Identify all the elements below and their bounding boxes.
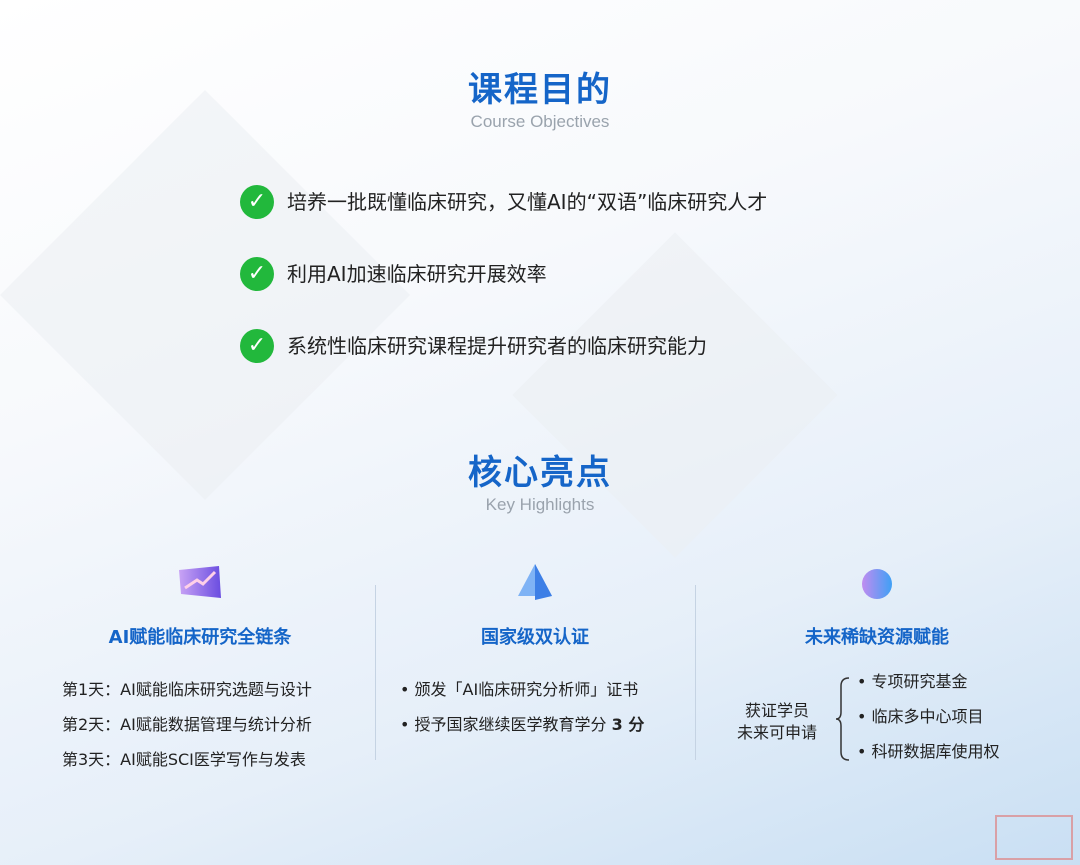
day-item: 第1天：AI赋能临床研究选题与设计: [62, 680, 312, 699]
chart-trend-icon: [175, 560, 225, 604]
highlight-title: 国家级双认证: [481, 627, 589, 648]
divider: [695, 585, 696, 760]
day-item: 第2天：AI赋能数据管理与统计分析: [62, 715, 312, 734]
resource-item: • 专项研究基金: [857, 672, 968, 691]
cert-text: • 授予国家继续医学教育学分: [400, 715, 612, 734]
highlights-title: 核心亮点: [468, 453, 612, 493]
day-item: 第3天：AI赋能SCI医学写作与发表: [62, 750, 306, 769]
objectives-subtitle: Course Objectives: [470, 112, 610, 131]
check-icon: ✓: [240, 329, 274, 363]
objectives-title: 课程目的: [468, 70, 612, 110]
objective-text: 利用AI加速临床研究开展效率: [287, 262, 547, 286]
decor-diamond: [0, 89, 411, 501]
cert-item: • 颁发「AI临床研究分析师」证书: [400, 680, 639, 699]
objective-text: 系统性临床研究课程提升研究者的临床研究能力: [287, 334, 707, 358]
objective-item: ✓ 利用AI加速临床研究开展效率: [240, 257, 547, 291]
highlight-title: 未来稀缺资源赋能: [805, 627, 949, 648]
eligibility-text: 获证学员: [744, 701, 809, 720]
eligibility-text: 未来可申请: [736, 723, 817, 742]
objective-item: ✓ 系统性临床研究课程提升研究者的临床研究能力: [240, 329, 707, 363]
highlight-resources: 未来稀缺资源赋能 获证学员 未来可申请 • 专项研究基金 • 临床多中心项目 •…: [717, 560, 1037, 782]
highlights-subtitle: Key Highlights: [485, 495, 595, 514]
resource-item: • 临床多中心项目: [857, 707, 984, 726]
pyramid-icon: [510, 560, 560, 604]
brace-icon: [835, 677, 850, 761]
highlight-title: AI赋能临床研究全链条: [108, 627, 292, 648]
highlight-ai-chain: AI赋能临床研究全链条 第1天：AI赋能临床研究选题与设计 第2天：AI赋能数据…: [40, 560, 360, 777]
sphere-icon: [852, 560, 902, 604]
highlight-certification: 国家级双认证 • 颁发「AI临床研究分析师」证书 • 授予国家继续医学教育学分 …: [375, 560, 695, 742]
resource-item: • 科研数据库使用权: [857, 742, 1000, 761]
objective-item: ✓ 培养一批既懂临床研究，又懂AI的“双语”临床研究人才: [240, 185, 767, 219]
divider: [375, 585, 376, 760]
objective-text: 培养一批既懂临床研究，又懂AI的“双语”临床研究人才: [287, 190, 768, 214]
check-icon: ✓: [240, 185, 274, 219]
cert-item: • 授予国家继续医学教育学分 3 分: [400, 707, 695, 742]
credit-value: 3 分: [611, 715, 645, 734]
seal-stamp: [995, 815, 1073, 860]
check-icon: ✓: [240, 257, 274, 291]
